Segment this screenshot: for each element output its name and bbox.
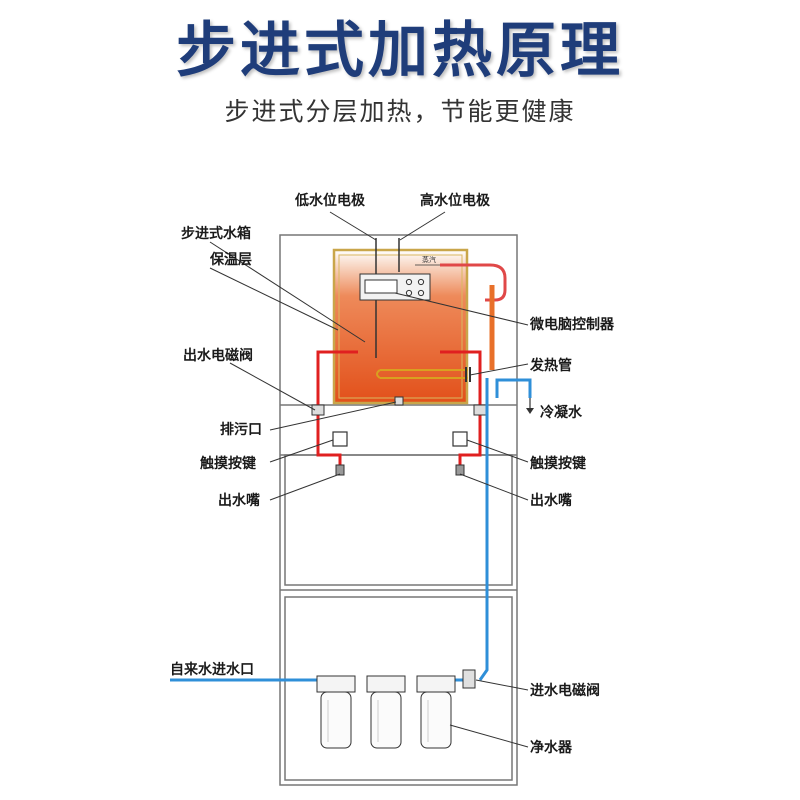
leader-lines — [209, 211, 529, 748]
spout-right — [455, 464, 465, 476]
label-touch-key-left: 触摸按键 — [199, 455, 257, 472]
steam-label: 蒸汽 — [422, 255, 436, 264]
leader-inlet-valve — [475, 679, 529, 691]
controller-panel — [359, 273, 431, 301]
leader-purifier — [449, 724, 529, 748]
cabinet-outline — [279, 234, 518, 786]
label-inlet-valve: 进水电磁阀 — [530, 682, 600, 699]
label-low-electrode: 低水位电极 — [294, 192, 366, 209]
leader-high-electrode — [399, 211, 446, 241]
lower-compartment — [284, 596, 513, 781]
controller-display — [364, 279, 398, 294]
filter-2 — [366, 675, 406, 749]
filter-1 — [316, 675, 356, 749]
label-drain: 排污口 — [220, 421, 262, 438]
purifier-filters — [316, 675, 456, 749]
cold-pipe-rise — [478, 378, 489, 681]
label-insulation: 保温层 — [209, 251, 252, 268]
steam-pipe — [440, 263, 507, 302]
filter-3 — [416, 675, 456, 749]
dispensing-niche — [284, 454, 513, 586]
leader-outlet-valve — [229, 362, 316, 411]
label-purifier: 净水器 — [530, 739, 573, 756]
leader-spout-right — [459, 473, 529, 501]
label-outlet-valve: 出水电磁阀 — [183, 347, 253, 364]
hot-water-pipes — [316, 350, 482, 470]
leader-heater — [469, 363, 529, 376]
inlet-valve — [462, 669, 476, 689]
spout-left — [335, 464, 345, 476]
leader-drain — [269, 401, 397, 431]
outlet-valve-right — [473, 404, 487, 416]
outlet-valve-left — [311, 404, 325, 416]
hot-pipe-right — [440, 350, 482, 470]
label-condensate: 冷凝水 — [540, 404, 583, 421]
label-spout-left: 出水嘴 — [218, 492, 260, 509]
label-tap-inlet: 自来水进水口 — [170, 661, 254, 678]
page-title: 步进式加热原理 — [176, 16, 624, 86]
touch-key-right — [452, 431, 468, 447]
label-controller: 微电脑控制器 — [529, 316, 615, 333]
label-spout-right: 出水嘴 — [530, 492, 572, 509]
step-water-tank — [332, 248, 469, 405]
page-subtitle: 步进式分层加热，节能更健康 — [224, 97, 576, 126]
label-tank: 步进式水箱 — [181, 225, 251, 242]
label-high-electrode: 高水位电极 — [420, 192, 491, 209]
touch-key-left — [332, 431, 348, 447]
leader-touch-right — [466, 439, 529, 463]
condensate-arrow-head — [526, 408, 534, 414]
label-touch-key-right: 触摸按键 — [529, 455, 587, 472]
leader-tank — [209, 241, 366, 343]
label-heater: 发热管 — [529, 357, 572, 374]
leader-low-electrode — [329, 211, 377, 241]
drain-outlet — [394, 396, 404, 406]
hot-pipe-left — [316, 350, 358, 470]
leader-insulation — [209, 267, 339, 331]
leader-controller — [394, 292, 529, 326]
leader-spout-left — [269, 473, 341, 501]
leader-touch-left — [269, 439, 334, 463]
condensate-pipe — [495, 378, 532, 398]
